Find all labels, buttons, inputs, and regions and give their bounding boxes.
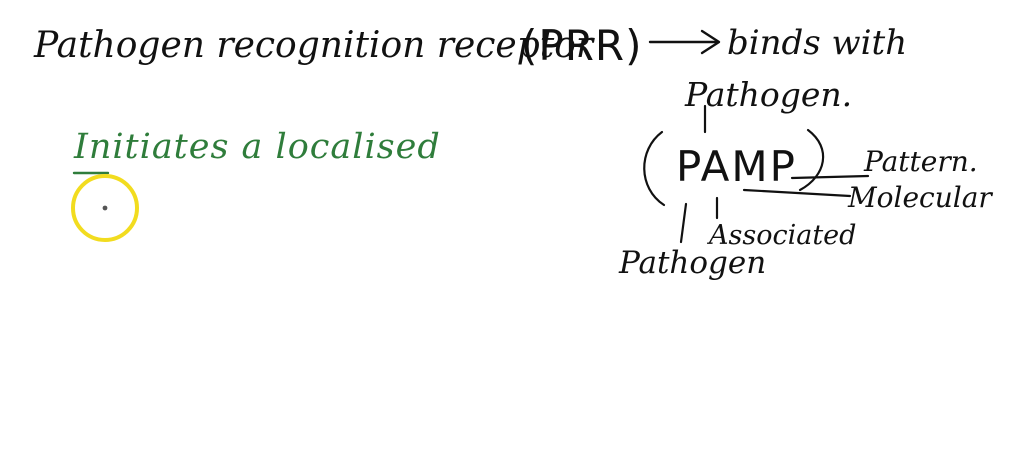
molecular-connector (742, 188, 852, 198)
pamp-acronym: PAMP (676, 142, 797, 191)
binds-with-text: binds with (727, 23, 908, 63)
pattern-label: Pattern. (864, 145, 978, 178)
pattern-connector (790, 174, 870, 180)
pathogen-label: Pathogen (619, 245, 767, 281)
associated-label: Associated (709, 220, 857, 251)
cursor-highlight-icon (71, 174, 139, 242)
pathogen-text: Pathogen. (685, 75, 853, 114)
prr-abbreviation: (PRR) (521, 21, 643, 70)
prr-title: Pathogen recognition receptor (34, 25, 594, 66)
molecular-label: Molecular (848, 181, 992, 214)
pamp-right-paren (798, 128, 825, 192)
pamp-left-paren (643, 130, 666, 207)
arrow-icon (648, 29, 721, 55)
initiates-text: Initiates a localised (74, 127, 441, 167)
pathogen-label-connector (679, 202, 688, 244)
